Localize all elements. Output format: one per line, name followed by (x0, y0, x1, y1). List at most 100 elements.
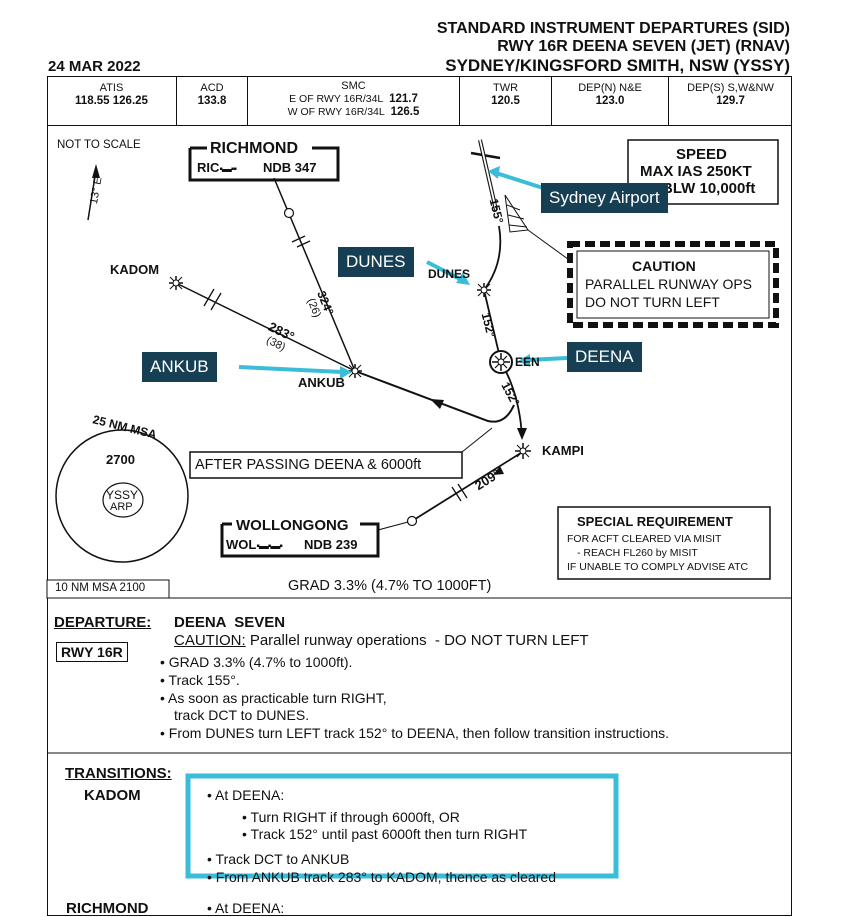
deena-label-partial: EEN (515, 355, 540, 369)
callout-sydney-pointer (495, 171, 544, 190)
kampi-waypoint-icon (515, 443, 531, 459)
transition-subitem-text: Track 152° until past 6000ft then turn R… (250, 826, 528, 842)
callout-deena-pointer (527, 356, 568, 362)
speed-line2: BLW 10,000ft (662, 180, 756, 197)
caution-title: CAUTION (632, 258, 696, 274)
route-runway-dunes (483, 225, 502, 291)
callout-sydney-airport: Sydney Airport (541, 183, 668, 213)
morse-code-icon: ▪▬▪▪ (219, 164, 237, 175)
special-line3: IF UNABLE TO COMPLY ADVISE ATC (567, 561, 749, 573)
richmond-transition-label: RICHMOND (66, 900, 149, 917)
morse-code-icon: ▪▬▪▬▪ (256, 541, 283, 552)
transition-subitem-text: Turn RIGHT if through 6000ft, OR (250, 809, 460, 825)
transition-item-text: From ANKUB track 283° to KADOM, thence a… (215, 869, 556, 885)
freq-divider (47, 125, 792, 126)
dunes-label: DUNES (428, 267, 471, 281)
freq-twr: TWR 120.5 (460, 76, 552, 126)
transition-item-text: Track DCT to ANKUB (215, 851, 350, 867)
route-arrow-kampi (517, 428, 527, 440)
transition-item: • Track DCT to ANKUB (207, 851, 350, 867)
departure-caution-word: CAUTION: (174, 632, 246, 649)
caution-line1: PARALLEL RUNWAY OPS (585, 276, 753, 292)
freq-smc-label: SMC (341, 80, 366, 92)
richmond-ident: RIC▪▬▪▪ (197, 160, 237, 175)
after-passing-box (189, 451, 463, 479)
caution-line2: DO NOT TURN LEFT (585, 294, 720, 310)
route-wollongong-kampi (411, 450, 525, 522)
runway-badge: RWY 16R (56, 642, 128, 662)
callout-dunes: DUNES (338, 247, 414, 277)
freq-dep-ne-value: 123.0 (595, 95, 625, 107)
freq-acd: ACD 133.8 (177, 76, 248, 126)
wollongong-ndb-box (220, 522, 380, 558)
special-line1: FOR ACFT CLEARED VIA MISIT (567, 533, 722, 545)
speed-title: SPEED (676, 146, 727, 163)
deena-flyover-waypoint-icon (489, 350, 513, 374)
kadom-waypoint-icon (169, 276, 183, 290)
speed-line1: MAX IAS 250KT (640, 163, 752, 180)
special-line2: - REACH FL260 by MISIT (577, 547, 698, 559)
transition-subitem: • Track 152° until past 6000ft then turn… (242, 826, 528, 842)
kadom-transition-label: KADOM (84, 787, 141, 804)
msa10-label: 10 NM MSA 2100 (55, 582, 146, 594)
freq-smc: SMC E OF RWY 16R/34L 121.7 W OF RWY 16R/… (248, 76, 460, 126)
route-arrow-ankub (430, 399, 444, 409)
freq-atis-value: 118.55 126.25 (75, 95, 148, 107)
route-break-wollongong (451, 483, 468, 502)
caution-leader-line (527, 229, 573, 263)
departure-item: • As soon as practicable turn RIGHT, (160, 690, 387, 706)
north-arrow-icon (87, 164, 100, 221)
departure-item-text: From DUNES turn LEFT track 152° to DEENA… (168, 725, 669, 741)
after-passing-text: AFTER PASSING DEENA & 6000ft (195, 457, 422, 473)
transition-item: • From ANKUB track 283° to KADOM, thence… (207, 869, 556, 885)
freq-smc-line1: E OF RWY 16R/34L (289, 93, 384, 105)
richmond-dme-circle-icon (283, 207, 295, 219)
departure-item-text: As soon as practicable turn RIGHT, (168, 690, 387, 706)
callout-deena: DEENA (567, 342, 642, 372)
route-turn-to-ankub (354, 370, 515, 423)
transition-subitem: • Turn RIGHT if through 6000ft, OR (242, 809, 460, 825)
departure-item-continuation: track DCT to DUNES. (174, 707, 310, 723)
richmond-ndb-box (188, 146, 340, 182)
departure-item-text: Track 155°. (168, 672, 240, 688)
route-dunes-deena (483, 289, 502, 363)
chart-subtitle: RWY 16R DEENA SEVEN (JET) (RNAV) (497, 38, 790, 55)
freq-smc-value2: 126.5 (390, 106, 420, 118)
freq-acd-value: 133.8 (197, 95, 227, 107)
transition-item: • At DEENA: (207, 900, 285, 916)
msa-center2: ARP (110, 501, 133, 513)
msa-value: 2700 (106, 452, 135, 467)
richmond-ndb: NDB 347 (263, 160, 317, 175)
freq-dep-ne-label: DEP(N) N&E (578, 82, 642, 94)
freq-atis-label: ATIS (99, 82, 124, 94)
chart-title: STANDARD INSTRUMENT DEPARTURES (SID) (436, 20, 790, 37)
route-break-kadom (203, 288, 222, 311)
wollongong-ndb: NDB 239 (304, 537, 358, 552)
transitions-label: TRANSITIONS: (65, 765, 172, 782)
dunes-waypoint-icon (477, 283, 491, 297)
departure-item-text: GRAD 3.3% (4.7% to 1000ft). (168, 654, 353, 670)
freq-dep-sw-value: 129.7 (716, 95, 745, 107)
runway-16r-icon (470, 139, 529, 233)
transition-item: • At DEENA: (207, 787, 285, 803)
freq-twr-value: 120.5 (491, 95, 520, 107)
freq-dep-ne: DEP(N) N&E 123.0 (552, 76, 669, 126)
departure-item: • GRAD 3.3% (4.7% to 1000ft). (160, 654, 353, 670)
wollongong-ident: WOL▪▬▪▬▪ (226, 537, 283, 552)
richmond-name: RICHMOND (210, 140, 298, 157)
kampi-label: KAMPI (542, 443, 584, 458)
freq-acd-label: ACD (200, 82, 224, 94)
wollongong-ident-text: WOL (226, 537, 257, 552)
route-arrow-wollongong (493, 466, 504, 475)
msa-center1: YSSY (106, 488, 139, 502)
ankub-waypoint-icon (348, 364, 362, 378)
transition-highlight-box (185, 773, 619, 879)
freq-atis: ATIS 118.55 126.25 (47, 76, 177, 126)
route-kadom-ankub (175, 282, 356, 372)
wollongong-dme-circle-icon (406, 515, 418, 527)
airport-name: SYDNEY/KINGSFORD SMITH, NSW (YSSY) (445, 56, 790, 75)
wollongong-leader (377, 521, 409, 531)
callout-ankub: ANKUB (142, 352, 217, 382)
kadom-label: KADOM (110, 262, 160, 277)
